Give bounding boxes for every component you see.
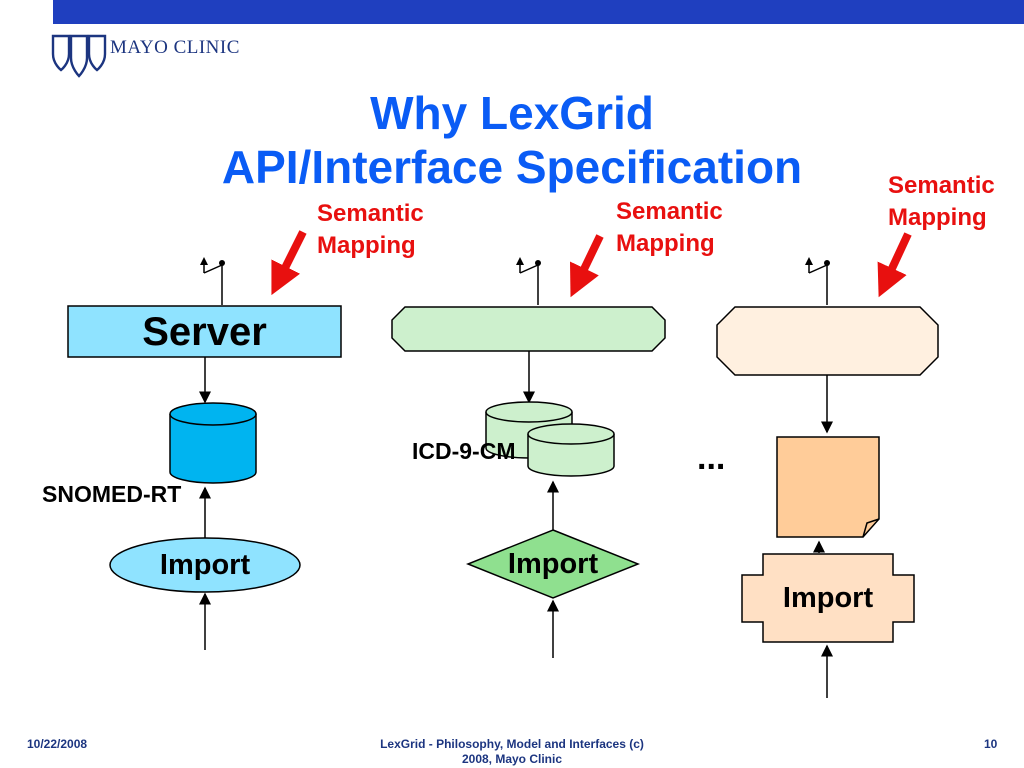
- left-import-ellipse: [109, 537, 301, 593]
- right-document-icon: [776, 436, 880, 538]
- semantic-mapping-2-line1: Semantic: [616, 198, 723, 225]
- logo-text: MAYO CLINIC: [110, 37, 240, 58]
- middle-database-icon-2: [527, 423, 615, 477]
- semantic-mapping-3-line2: Mapping: [888, 204, 987, 231]
- footer-page-number: 10: [984, 737, 998, 751]
- ellipsis-label: ...: [697, 439, 726, 477]
- middle-server-shape: [391, 306, 666, 352]
- footer-date: 10/22/2008: [27, 737, 88, 751]
- semantic-mapping-arrow-3-icon: [877, 232, 912, 298]
- semantic-mapping-label-3: Semantic Mapping: [888, 170, 995, 234]
- left-db-label: SNOMED-RT: [42, 481, 182, 507]
- middle-api-connector-icon: [516, 257, 541, 305]
- left-database-icon: [169, 402, 257, 484]
- footer-center-line2: 2008, Mayo Clinic: [461, 752, 563, 766]
- middle-import-diamond: [465, 529, 641, 599]
- right-server-shape: [716, 306, 939, 376]
- semantic-mapping-label-2: Semantic Mapping: [616, 196, 723, 260]
- left-server-label: Server: [142, 310, 267, 354]
- left-import-label: Import: [159, 549, 251, 581]
- semantic-mapping-1-line2: Mapping: [317, 232, 416, 259]
- slide-title-line2: API/Interface Specification: [221, 141, 803, 193]
- left-api-connector-icon: [200, 257, 225, 305]
- top-bar: [53, 0, 1024, 24]
- mayo-shield-logo-icon: [51, 34, 107, 78]
- middle-import-label: Import: [507, 548, 599, 580]
- left-server-box: [67, 305, 342, 358]
- semantic-mapping-arrow-1-icon: [271, 230, 307, 296]
- semantic-mapping-1-line1: Semantic: [317, 200, 424, 227]
- middle-db-label: ICD-9-CM: [412, 438, 516, 464]
- footer-center-text: LexGrid - Philosophy, Model and Interfac…: [312, 737, 712, 767]
- semantic-mapping-3-line1: Semantic: [888, 172, 995, 199]
- right-api-connector-icon: [805, 257, 830, 305]
- semantic-mapping-label-1: Semantic Mapping: [317, 198, 424, 262]
- right-import-shape: [741, 553, 915, 643]
- footer-center-line1: LexGrid - Philosophy, Model and Interfac…: [380, 737, 644, 751]
- semantic-mapping-2-line2: Mapping: [616, 230, 715, 257]
- semantic-mapping-arrow-2-icon: [569, 234, 604, 298]
- slide-title-line1: Why LexGrid: [370, 87, 654, 139]
- right-import-label: Import: [782, 582, 874, 614]
